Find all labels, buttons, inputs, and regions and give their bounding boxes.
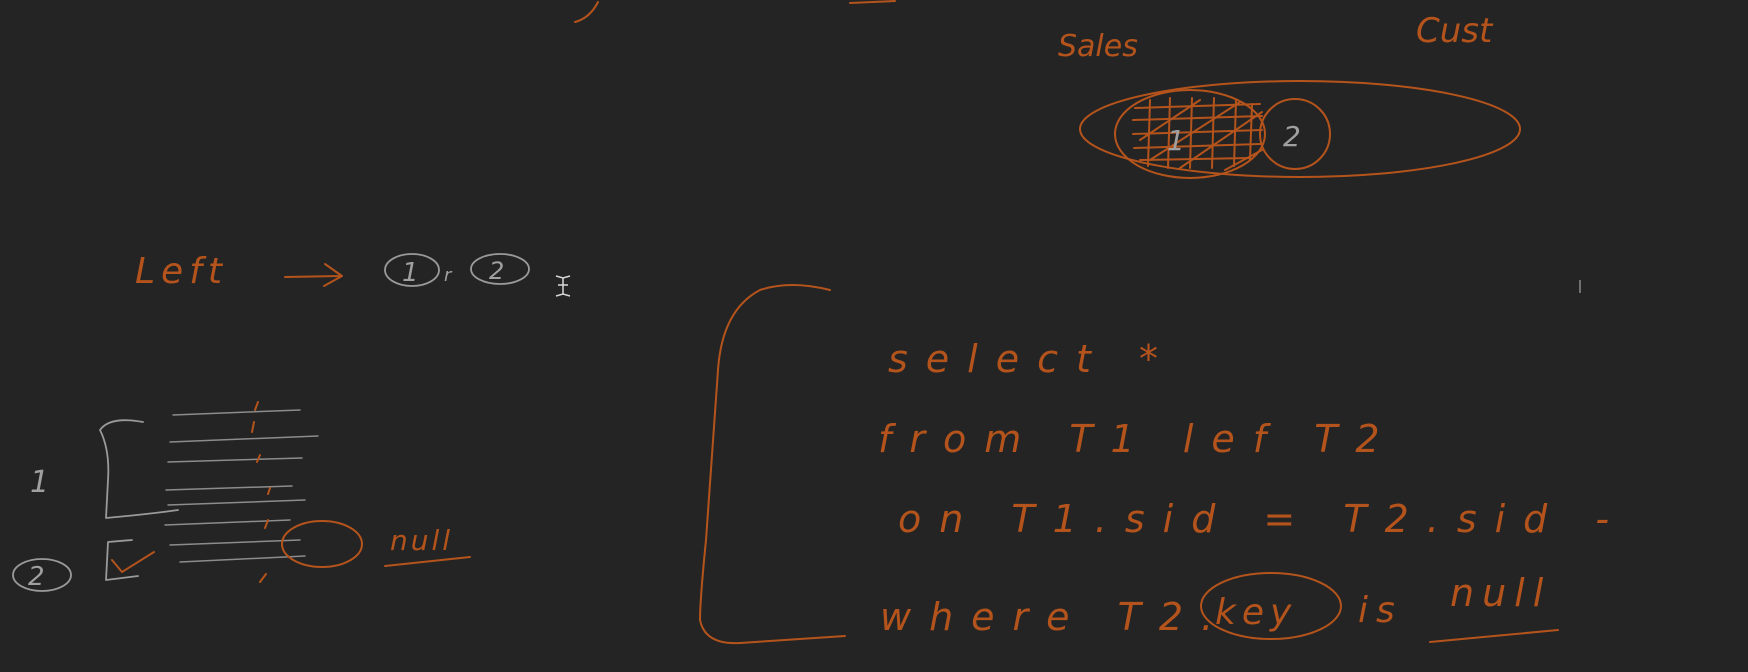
venn-diagram: Sales Cust 1 2 <box>1058 11 1521 179</box>
left-word: Left <box>135 251 228 292</box>
sql-null-underline <box>1429 629 1559 643</box>
option-a-label: 1 <box>402 258 419 288</box>
row-tick-marks <box>251 401 271 583</box>
option-b-circle <box>470 253 530 285</box>
venn-left-label: Sales <box>1058 29 1138 64</box>
sql-line-where: where T2. <box>880 595 1231 639</box>
venn-right-label: Cust <box>1416 11 1494 51</box>
sql-block: select * from T1 lef T2 on T1.sid = T2.s… <box>699 284 1627 645</box>
sql-line-from: from T1 lef T2 <box>878 417 1398 461</box>
null-circle <box>281 520 363 568</box>
sql-bracket <box>699 284 846 645</box>
sql-null-word: null <box>1450 571 1551 615</box>
row-lines <box>164 409 319 563</box>
partial-stroke-top-2 <box>849 0 896 4</box>
option-b-label: 2 <box>489 257 504 285</box>
group-2-label: 2 <box>28 562 45 592</box>
group-2-bracket <box>105 539 139 581</box>
partial-stroke-top-1 <box>574 1 599 23</box>
rows-sketch: 1 2 null <box>12 401 471 592</box>
group-1-label: 1 <box>30 465 49 500</box>
venn-region-2-label: 2 <box>1283 120 1301 153</box>
sql-key-word: key <box>1215 592 1297 633</box>
group-2-check-icon <box>111 551 155 573</box>
sql-is-word: is <box>1358 590 1403 631</box>
null-underline <box>384 556 471 567</box>
venn-region-1-label: 1 <box>1167 124 1185 157</box>
left-join-note: Left 1 r 2 <box>135 251 530 292</box>
key-circle <box>1200 572 1342 640</box>
cust-circle <box>1079 80 1521 178</box>
group-2-circle <box>12 558 72 592</box>
region-1-hatch <box>1132 97 1263 171</box>
option-connector: r <box>444 265 453 286</box>
sql-line-select: select * <box>888 337 1176 381</box>
sql-line-on: on T1.sid = T2.sid - <box>898 497 1627 541</box>
null-label: null <box>390 524 453 557</box>
intersection-circle <box>1259 98 1331 170</box>
group-1-bracket <box>99 419 179 519</box>
text-cursor-icon <box>555 275 571 297</box>
sales-circle <box>1114 89 1266 179</box>
arrow-icon <box>284 263 343 287</box>
option-a-circle <box>384 253 440 287</box>
